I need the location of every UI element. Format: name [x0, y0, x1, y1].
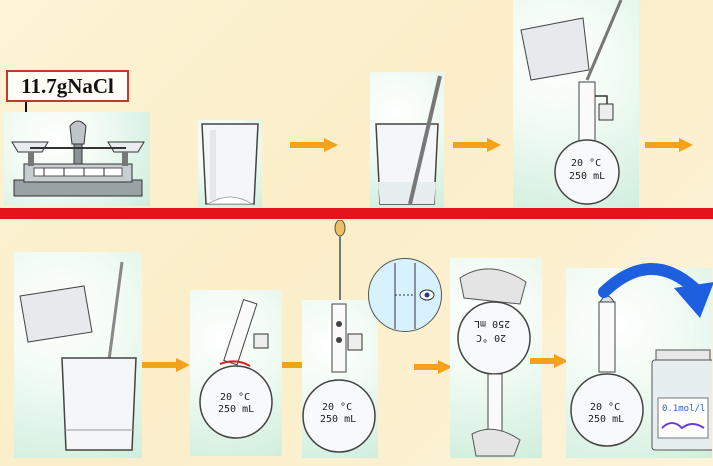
transfer-panel: 20 °C 250 mL [513, 0, 639, 208]
meniscus-magnifier [368, 258, 442, 332]
reagent-label: 11.7gNaCl [6, 70, 129, 102]
stirring-beaker-icon [370, 72, 444, 208]
beaker-icon [198, 120, 262, 208]
curved-transfer-arrow [590, 258, 713, 338]
dropper-volume-label: 250 mL [320, 414, 356, 425]
storage-temp-label: 20 °C [590, 402, 620, 413]
dissolve-panel [370, 72, 444, 208]
swirl-temp-label: 20 °C [220, 392, 250, 403]
flow-arrow-4 [142, 358, 192, 372]
rinse-beaker-icon [14, 252, 142, 458]
rinse-panel [14, 252, 142, 458]
row-divider [0, 208, 713, 219]
dropper-panel: 20 °C 250 mL [302, 300, 378, 458]
invert-panel: 20 °C 250 mL [450, 258, 542, 458]
bottle-label: 0.1mol/l [662, 404, 705, 414]
balance-icon [4, 112, 150, 206]
flow-arrow-6 [414, 360, 454, 374]
dropper-temp-label: 20 °C [322, 402, 352, 413]
flow-arrow-2 [453, 138, 503, 152]
swirl-flask-icon [190, 290, 282, 456]
flow-arrow-1 [290, 138, 340, 152]
inverted-flask-icon [450, 258, 542, 458]
swirl-panel: 20 °C 250 mL [190, 290, 282, 456]
swirl-volume-label: 250 mL [218, 404, 254, 415]
beaker-salt-panel [198, 120, 262, 208]
dropper-flask-icon [302, 300, 378, 458]
flask-temp-label: 20 °C [571, 158, 601, 169]
flow-arrow-7 [530, 354, 570, 368]
balance-panel [4, 112, 150, 206]
flask-volume-label: 250 mL [569, 171, 605, 182]
invert-temp-label: 20 °C [476, 332, 506, 343]
storage-volume-label: 250 mL [588, 414, 624, 425]
dropper-icon [334, 220, 346, 300]
invert-volume-label: 250 mL [474, 318, 510, 329]
flow-arrow-3 [645, 138, 695, 152]
